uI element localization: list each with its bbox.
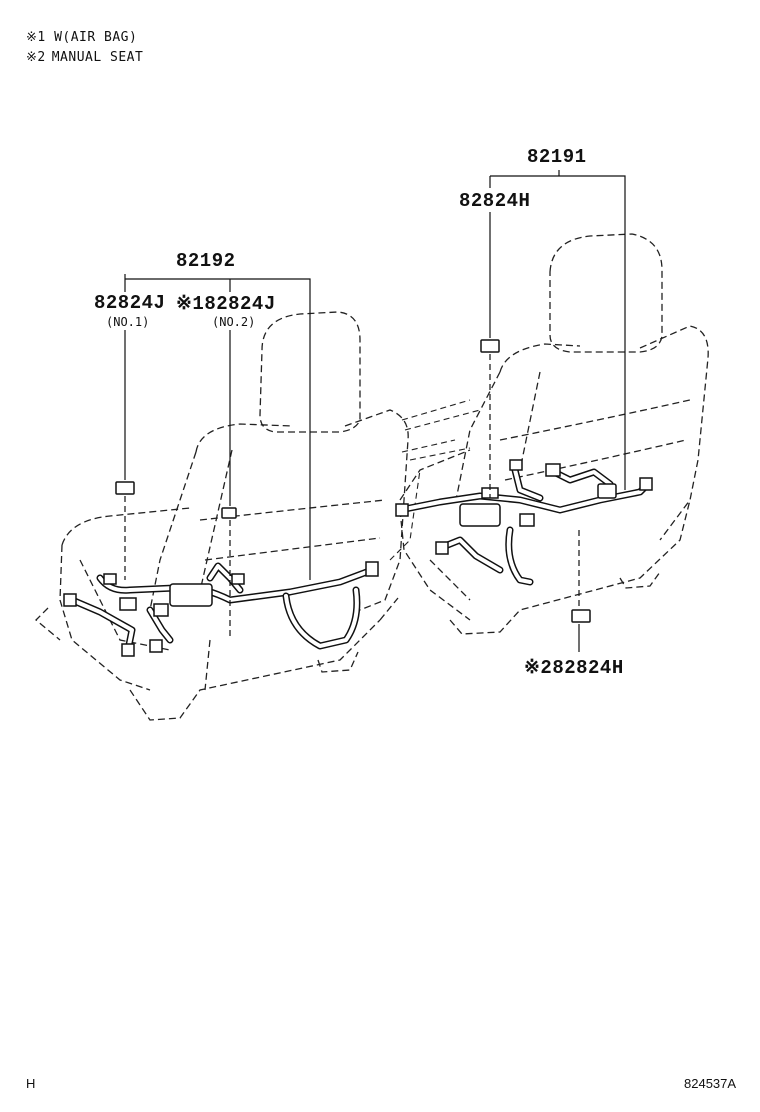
note-mark: ※2	[26, 50, 46, 65]
left-wire-harness	[63, 561, 379, 657]
connector-clip-left-no2	[221, 507, 237, 519]
note-manual-seat: ※2 MANUAL SEAT	[26, 50, 143, 65]
part-label-82824j-no1: 82824J	[94, 292, 166, 314]
connector-clip-right-top	[480, 339, 500, 353]
part-label-82824j-no2: ※182824J	[176, 293, 276, 315]
part-label-82191: 82191	[527, 146, 587, 168]
illustration-id: 824537A	[684, 1076, 737, 1091]
left-leader-lines	[124, 274, 311, 640]
corner-code-left: H	[26, 1076, 36, 1091]
part-label-82192: 82192	[176, 250, 236, 272]
right-seat-outline	[399, 233, 709, 635]
note-text: MANUAL SEAT	[51, 50, 144, 65]
part-sub-no1: (NO.1)	[106, 315, 150, 329]
part-label-82824h-top: 82824H	[459, 190, 531, 212]
left-seat-outline	[35, 311, 471, 721]
right-wire-harness	[395, 459, 653, 586]
connector-clip-right-bottom	[571, 609, 591, 623]
part-sub-no2: (NO.2)	[212, 315, 256, 329]
note-mark: ※1	[26, 30, 46, 45]
connector-clip-left-no1	[115, 481, 135, 495]
note-text: W(AIR BAG)	[54, 30, 138, 45]
right-leader-lines	[489, 170, 626, 652]
note-airbag: ※1 W(AIR BAG)	[26, 30, 137, 45]
part-label-82824h-bottom: ※282824H	[524, 657, 624, 679]
